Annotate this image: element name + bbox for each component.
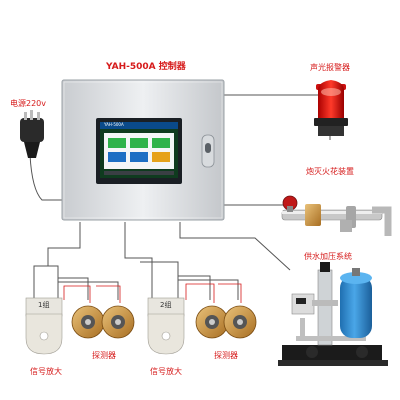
sound-light-alarm-icon <box>314 80 348 136</box>
signal-amplifier-right-icon <box>147 297 185 355</box>
detector-left-label: 探测器 <box>92 351 116 360</box>
controller-title: YAH-500A 控制器 <box>106 62 186 72</box>
detector-left-1-icon <box>71 305 105 339</box>
group1-wire <box>33 222 81 300</box>
water-pressure-system-icon <box>278 262 388 366</box>
group1-wire-b <box>48 265 59 300</box>
extinguisher-label: 炮灭火花装置 <box>306 167 354 176</box>
detector-right-label: 探测器 <box>214 351 238 360</box>
group2-wire <box>124 222 153 300</box>
pump-wire <box>179 222 291 271</box>
pump-system-label: 供水加压系统 <box>304 252 352 261</box>
controller-cabinet <box>61 79 225 221</box>
power-wire <box>29 154 62 201</box>
alarm-label: 声光报警器 <box>310 63 350 72</box>
detector-right-2-icon <box>223 305 257 339</box>
alarm-wire <box>220 94 331 140</box>
group2-wire-b <box>140 261 179 300</box>
extinguisher-wire <box>220 204 291 212</box>
door-handle-icon <box>201 134 215 168</box>
group2-label: 2组 <box>160 301 172 309</box>
power-label: 电源220v <box>10 99 47 108</box>
amplifier-left-label: 信号放大 <box>30 367 62 376</box>
extinguishing-device-icon <box>281 195 392 236</box>
amplifier-right-label: 信号放大 <box>150 367 182 376</box>
detector-left-2-icon <box>101 305 135 339</box>
group1-label: 1组 <box>38 301 50 309</box>
detector-right-1-icon <box>195 305 229 339</box>
signal-amplifier-left-icon <box>25 297 63 355</box>
power-plug-icon <box>20 110 44 158</box>
wires <box>29 94 331 300</box>
screen-header: YAH-500A <box>104 122 124 127</box>
